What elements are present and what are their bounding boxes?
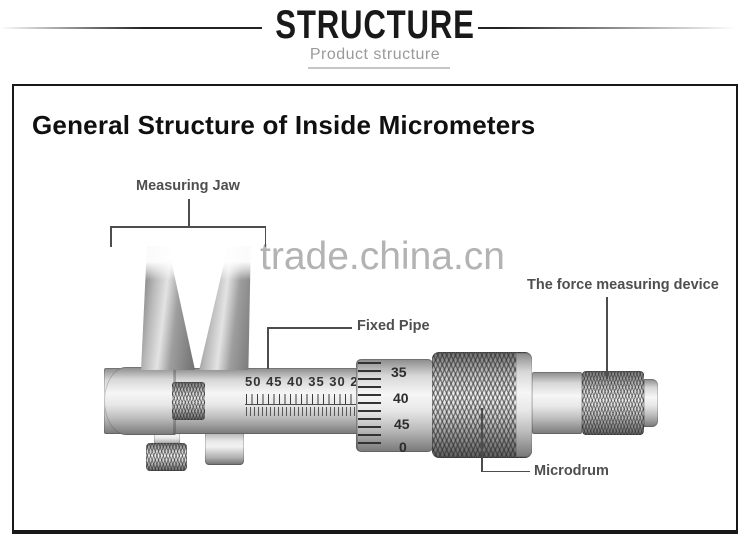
measuring-jaw-pointer-left-tick: [110, 226, 112, 247]
ratchet-neck: [532, 372, 582, 434]
header-rule-left: [0, 27, 262, 29]
spindle-roller: [172, 382, 205, 420]
diagram-panel: [12, 84, 738, 534]
left-end-cap: [104, 367, 176, 435]
measuring-jaw-pointer-stem: [188, 199, 190, 227]
microdrum-pointer-vertical: [481, 408, 483, 472]
section-subtitle: Product structure: [309, 46, 441, 63]
thimble-number-0: 0: [399, 439, 407, 452]
thimble-number-45: 45: [394, 416, 410, 432]
header-rule-right: [478, 27, 750, 29]
watermark-text: trade.china.cn: [260, 235, 505, 278]
clamp-knob: [205, 428, 244, 465]
sleeve-ticks-lower: [246, 407, 356, 416]
microdrum-rim: [516, 353, 532, 457]
force-device-pointer: [606, 297, 608, 379]
label-force-device: The force measuring device: [527, 277, 719, 293]
thimble-ticks: [358, 362, 381, 449]
measuring-jaw-pointer-right-tick: [264, 226, 266, 247]
label-fixed-pipe: Fixed Pipe: [357, 318, 430, 334]
sleeve-scale-numbers: 50 45 40 35 30 2: [245, 374, 359, 389]
thimble-number-35: 35: [391, 364, 407, 380]
thimble: 35 40 45 0: [356, 359, 433, 452]
measuring-jaw-pointer-bar: [110, 226, 266, 228]
fixed-pipe-pointer-horizontal: [267, 327, 352, 329]
label-measuring-jaw: Measuring Jaw: [136, 178, 240, 194]
sleeve-ticks-upper: [246, 394, 356, 404]
force-measuring-device: [582, 371, 644, 435]
sleeve-reference-line: [245, 404, 357, 405]
thimble-number-40: 40: [393, 390, 409, 406]
fixed-pipe-pointer-vertical: [267, 327, 269, 369]
right-end-cap: [644, 379, 658, 427]
watermark-band: [126, 232, 562, 280]
microdrum-pointer-horizontal: [481, 470, 530, 472]
label-microdrum: Microdrum: [534, 463, 609, 479]
lock-knob-knurled: [146, 443, 187, 471]
section-title: STRUCTURE: [275, 3, 475, 47]
diagram-title: General Structure of Inside Micrometers: [32, 110, 536, 140]
subtitle-underline: [308, 67, 450, 69]
